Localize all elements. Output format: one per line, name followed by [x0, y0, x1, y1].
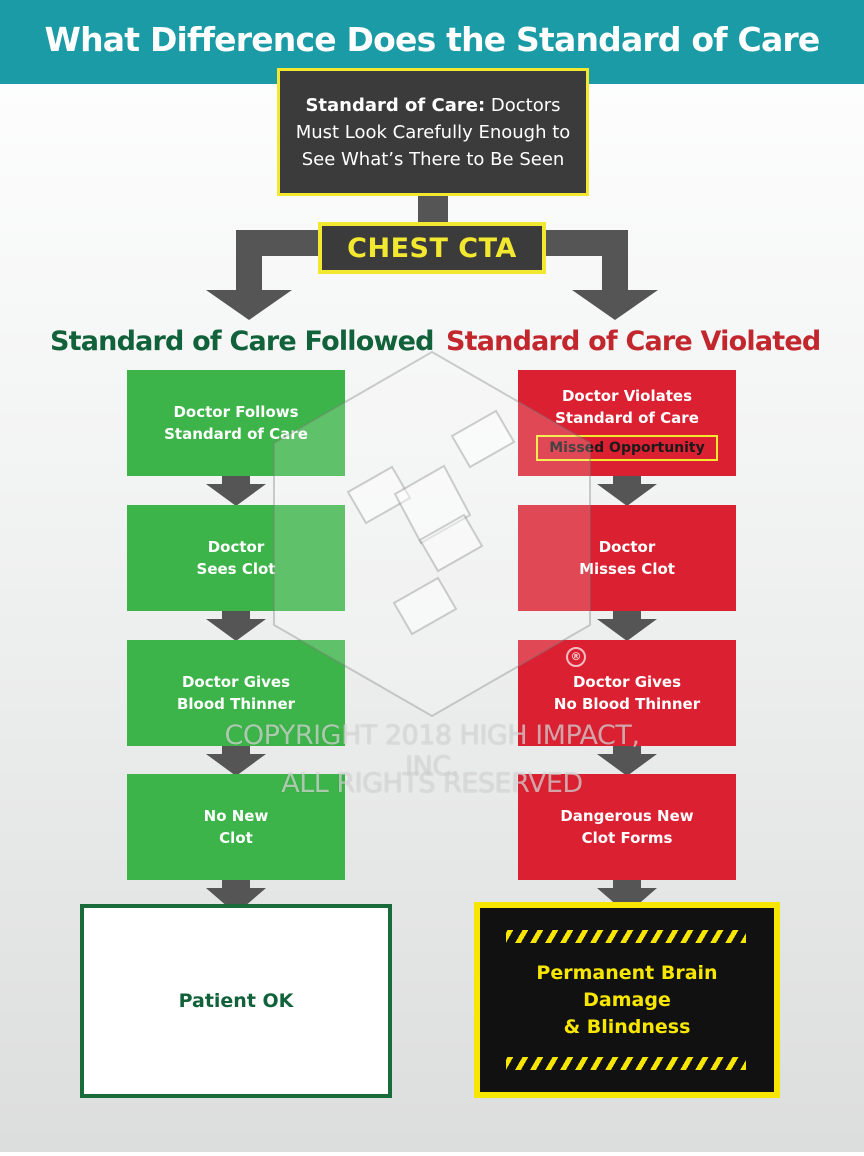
left-step-3: Doctor Gives Blood Thinner — [127, 640, 345, 746]
right-step-1-text: Doctor Violates Standard of Care — [555, 387, 699, 427]
standard-of-care-text: Standard of Care: Doctors Must Look Care… — [294, 92, 572, 173]
hazard-stripes-bottom — [506, 1057, 746, 1070]
right-step-4: Dangerous New Clot Forms — [518, 774, 736, 880]
right-arrow-2 — [597, 611, 657, 641]
standard-of-care-label: Standard of Care: — [305, 94, 486, 116]
branch-left-arrowhead — [206, 290, 292, 320]
patient-ok-text: Patient OK — [178, 990, 294, 1012]
left-arrow-1 — [206, 476, 266, 506]
connector-stem — [418, 196, 448, 224]
patient-ok-box: Patient OK — [80, 904, 392, 1098]
right-step-1: Doctor Violates Standard of Care Missed … — [518, 370, 736, 476]
followed-heading: Standard of Care Followed — [50, 326, 434, 357]
chest-cta-label: CHEST CTA — [347, 232, 517, 264]
right-step-2-text: Doctor Misses Clot — [579, 538, 675, 578]
right-step-3: Doctor Gives No Blood Thinner — [518, 640, 736, 746]
left-step-2: Doctor Sees Clot — [127, 505, 345, 611]
chest-cta-box: CHEST CTA — [318, 222, 546, 274]
brain-damage-box: Permanent Brain Damage & Blindness — [474, 902, 780, 1098]
right-step-4-text: Dangerous New Clot Forms — [560, 807, 694, 847]
left-step-2-text: Doctor Sees Clot — [196, 538, 276, 578]
left-step-4: No New Clot — [127, 774, 345, 880]
left-arrow-2 — [206, 611, 266, 641]
left-arrow-4 — [206, 880, 266, 914]
branch-left-connector — [236, 230, 318, 290]
left-step-3-text: Doctor Gives Blood Thinner — [176, 673, 296, 713]
branch-right-connector — [546, 230, 628, 290]
page-title: What Difference Does the Standard of Car… — [44, 20, 821, 139]
left-step-1: Doctor Follows Standard of Care — [127, 370, 345, 476]
right-step-3-text: Doctor Gives No Blood Thinner — [553, 673, 701, 713]
left-step-4-text: No New Clot — [203, 807, 269, 847]
branch-right-arrowhead — [572, 290, 658, 320]
right-arrow-3 — [597, 746, 657, 776]
missed-opportunity-badge: Missed Opportunity — [536, 435, 718, 461]
left-arrow-3 — [206, 746, 266, 776]
hazard-stripes-top — [506, 930, 746, 943]
brain-damage-text: Permanent Brain Damage & Blindness — [536, 961, 718, 1038]
right-arrow-4 — [597, 880, 657, 914]
right-arrow-1 — [597, 476, 657, 506]
standard-of-care-description: Doctors Must Look Carefully Enough to Se… — [295, 94, 571, 170]
violated-heading: Standard of Care Violated — [446, 326, 821, 357]
standard-of-care-box: Standard of Care: Doctors Must Look Care… — [277, 68, 589, 196]
right-step-2: Doctor Misses Clot — [518, 505, 736, 611]
left-step-1-text: Doctor Follows Standard of Care — [164, 403, 308, 443]
